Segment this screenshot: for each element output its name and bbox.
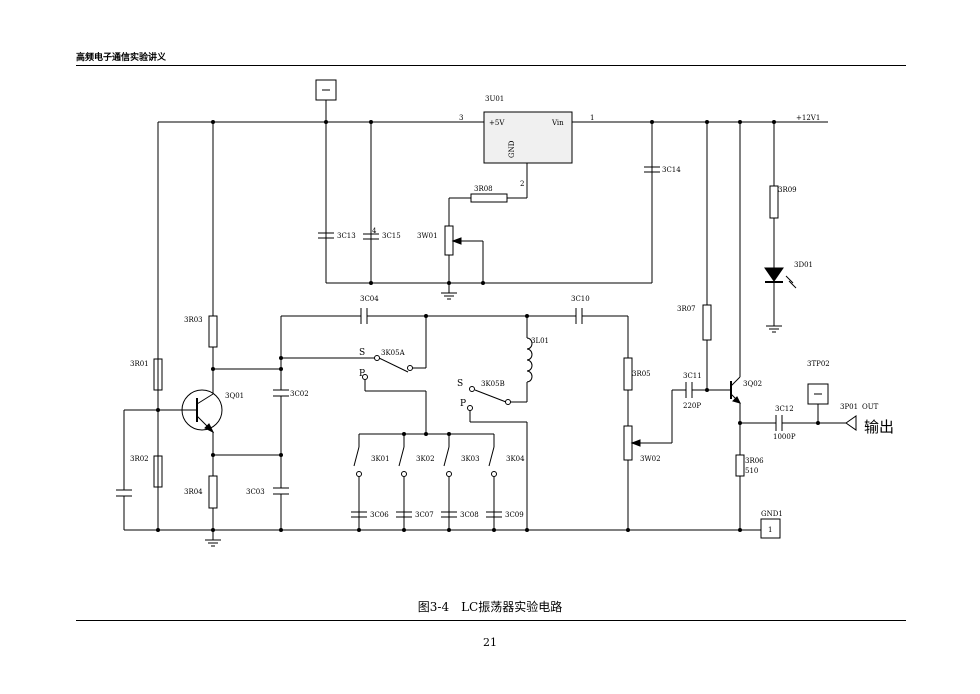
label-p-a: P [359, 369, 365, 379]
label-3d01: 3D01 [794, 261, 813, 269]
label-3c10: 3C10 [571, 295, 590, 303]
label-pin2: 2 [520, 180, 524, 188]
label-3r06-value: 510 [745, 467, 758, 475]
gnd1-box [760, 518, 781, 539]
testpoint-3tp02 [807, 383, 829, 405]
label-5v: +5V [489, 119, 505, 127]
led-3d01 [764, 267, 797, 289]
label-pin3: 3 [459, 114, 463, 122]
label-3p01: 3P01 [840, 403, 858, 411]
inductor-3l01 [526, 337, 533, 383]
label-3c14: 3C14 [662, 166, 681, 174]
output-port-arrow [845, 415, 857, 431]
label-3c11: 3C11 [683, 372, 702, 380]
label-3c09: 3C09 [505, 511, 524, 519]
label-3tp02: 3TP02 [807, 360, 830, 368]
label-3k03: 3K03 [461, 455, 480, 463]
footer-rule [76, 620, 906, 621]
label-3w01: 3W01 [417, 232, 438, 240]
label-3r04: 3R04 [184, 488, 203, 496]
label-output-chinese: 输出 [864, 418, 894, 436]
label-p-b: P [460, 399, 466, 409]
label-gnd1-pin: 1 [768, 526, 772, 534]
label-3c08: 3C08 [460, 511, 479, 519]
label-12v-rail: +12V1 [796, 114, 820, 122]
page-number: 21 [483, 636, 497, 649]
label-gnd-pin: GND [508, 140, 516, 158]
transistor-3q01 [181, 389, 223, 434]
label-3k01: 3K01 [371, 455, 390, 463]
label-3q01: 3Q01 [225, 392, 244, 400]
label-3r09: 3R09 [778, 186, 797, 194]
label-s-b: S [457, 379, 463, 389]
junctions [156, 120, 820, 532]
label-3u01: 3U01 [485, 95, 504, 103]
label-3c02: 3C02 [290, 390, 309, 398]
label-3l01: 3L01 [531, 337, 549, 345]
label-3c13: 3C13 [337, 232, 356, 240]
component-labels: 3U01 +5V Vin GND 3 1 2 +12V1 3R08 3W01 3… [130, 95, 894, 534]
label-vin: Vin [551, 119, 564, 127]
label-3c04: 3C04 [360, 295, 379, 303]
label-3q02: 3Q02 [743, 380, 762, 388]
header-title: 高频电子通信实验讲义 [76, 53, 167, 63]
label-pin1: 1 [590, 114, 594, 122]
label-3k05a: 3K05A [381, 349, 406, 357]
label-3c12-value: 1000P [773, 433, 796, 441]
header-rule [76, 65, 906, 66]
label-3c03: 3C03 [246, 488, 265, 496]
label-3c15-pin: 4 [372, 227, 377, 235]
label-3c07: 3C07 [415, 511, 434, 519]
label-3k02: 3K02 [416, 455, 435, 463]
label-s-a: S [359, 348, 365, 358]
label-3w02: 3W02 [640, 455, 661, 463]
label-3r01: 3R01 [130, 360, 149, 368]
figure-caption: 图3-4 LC振荡器实验电路 [417, 600, 563, 614]
label-3c06: 3C06 [370, 511, 389, 519]
switch-symbols [353, 355, 511, 477]
label-3r07: 3R07 [677, 305, 696, 313]
label-3r03: 3R03 [184, 316, 203, 324]
label-3c11-value: 220P [683, 402, 701, 410]
regulator-3u01 [483, 111, 573, 164]
label-3k04: 3K04 [506, 455, 525, 463]
label-3r08: 3R08 [474, 185, 493, 193]
ground-symbols [205, 292, 782, 547]
label-3c12: 3C12 [775, 405, 794, 413]
wires [123, 100, 846, 540]
label-out: OUT [862, 403, 879, 411]
label-3r02: 3R02 [130, 455, 149, 463]
capacitor-symbols [116, 166, 783, 518]
transistor-3q02 [730, 376, 741, 404]
testpoint-box-top [315, 79, 337, 101]
label-3k05b: 3K05B [481, 380, 505, 388]
label-3r05: 3R05 [632, 370, 651, 378]
pot-wiper-arrow [451, 237, 462, 245]
label-gnd1: GND1 [761, 510, 783, 518]
label-3r06: 3R06 [745, 457, 764, 465]
pot-wiper-arrow-2 [630, 439, 641, 447]
label-3c15: 3C15 [382, 232, 401, 240]
